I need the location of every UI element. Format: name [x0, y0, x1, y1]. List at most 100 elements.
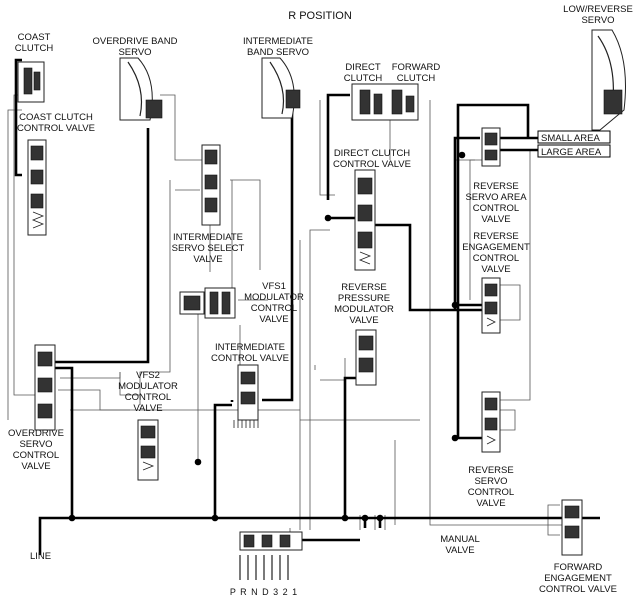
large-area-box: LARGE AREA — [537, 144, 611, 158]
reverse-servo-area-control-valve-label: REVERSE SERVO AREA CONTROL VALVE — [465, 181, 527, 225]
manual-valve-drawing — [239, 531, 303, 580]
intermediate-servo-select-valve-label: INTERMEDIATE SERVO SELECT VALVE — [172, 232, 245, 265]
svg-text:ENGAGEMENT: ENGAGEMENT — [544, 573, 612, 584]
intermediate-band-servo-label: INTERMEDIATE BAND SERVO — [243, 36, 313, 58]
svg-text:SERVO: SERVO — [474, 476, 507, 487]
svg-text:ENGAGEMENT: ENGAGEMENT — [462, 242, 530, 253]
direct-forward-clutch-drawing — [351, 83, 419, 121]
intermediate-servo-select-valve-drawing — [201, 144, 221, 226]
junction-dots — [68, 151, 466, 522]
low-reverse-servo-drawing — [591, 29, 626, 131]
svg-text:INTERMEDIATE: INTERMEDIATE — [243, 36, 313, 47]
direct-clutch-control-valve-label: DIRECT CLUTCH CONTROL VALVE — [333, 148, 411, 170]
svg-text:SERVO: SERVO — [581, 15, 614, 26]
direct-clutch-control-valve-drawing — [354, 169, 376, 271]
forward-engagement-control-valve-label: FORWARD ENGAGEMENT CONTROL VALVE — [539, 562, 617, 595]
thin-passages — [7, 94, 562, 536]
svg-text:COAST: COAST — [18, 32, 51, 43]
svg-text:OVERDRIVE: OVERDRIVE — [8, 428, 64, 439]
svg-text:SERVO: SERVO — [118, 47, 151, 58]
svg-text:CONTROL VALVE: CONTROL VALVE — [17, 123, 95, 134]
large-area-label: LARGE AREA — [541, 147, 602, 158]
overdrive-band-servo-drawing — [119, 57, 163, 121]
svg-text:COAST CLUTCH: COAST CLUTCH — [19, 112, 93, 123]
reverse-pressure-modulator-valve-drawing — [355, 329, 377, 386]
intermediate-control-valve-label: INTERMEDIATE CONTROL VALVE — [211, 342, 289, 364]
svg-text:VALVE: VALVE — [481, 214, 510, 225]
reverse-engagement-control-valve-drawing — [481, 277, 501, 334]
line-label: LINE — [30, 551, 51, 562]
svg-text:CONTROL VALVE: CONTROL VALVE — [211, 353, 289, 364]
coast-clutch-control-valve-drawing — [27, 139, 47, 236]
svg-text:CONTROL: CONTROL — [473, 253, 519, 264]
svg-text:CONTROL: CONTROL — [125, 392, 171, 403]
coast-clutch-drawing — [17, 61, 45, 103]
overdrive-servo-control-valve-label: OVERDRIVE SERVO CONTROL VALVE — [8, 428, 64, 472]
svg-text:FORWARD: FORWARD — [392, 62, 441, 73]
svg-text:PRESSURE: PRESSURE — [338, 293, 390, 304]
diagram-title: R POSITION — [288, 10, 352, 22]
small-area-box: SMALL AREA — [537, 130, 611, 144]
svg-text:CONTROL: CONTROL — [473, 203, 519, 214]
reverse-servo-control-valve-drawing — [481, 391, 501, 453]
svg-text:MODULATOR: MODULATOR — [244, 292, 304, 303]
svg-text:VALVE: VALVE — [476, 498, 505, 509]
svg-text:REVERSE: REVERSE — [341, 282, 386, 293]
vfs2-modulator-control-valve-label: VFS2 MODULATOR CONTROL VALVE — [118, 370, 178, 414]
forward-engagement-control-valve-drawing — [561, 499, 583, 556]
small-area-label: SMALL AREA — [541, 133, 600, 144]
svg-text:SERVO AREA: SERVO AREA — [465, 192, 527, 203]
svg-text:MODULATOR: MODULATOR — [334, 304, 394, 315]
svg-text:CONTROL VALVE: CONTROL VALVE — [539, 584, 617, 595]
pressurized-passages — [14, 58, 600, 555]
low-reverse-servo-label: LOW/REVERSE SERVO — [563, 4, 633, 26]
svg-text:MODULATOR: MODULATOR — [118, 381, 178, 392]
svg-text:DIRECT CLUTCH: DIRECT CLUTCH — [334, 148, 410, 159]
svg-text:CLUTCH: CLUTCH — [397, 73, 436, 84]
overdrive-servo-control-valve-drawing — [34, 344, 56, 431]
svg-text:FORWARD: FORWARD — [554, 562, 603, 573]
svg-text:REVERSE: REVERSE — [468, 465, 513, 476]
svg-text:OVERDRIVE BAND: OVERDRIVE BAND — [93, 36, 178, 47]
reverse-servo-control-valve-label: REVERSE SERVO CONTROL VALVE — [468, 465, 514, 509]
svg-text:CONTROL: CONTROL — [468, 487, 514, 498]
svg-text:VFS2: VFS2 — [136, 370, 160, 381]
svg-text:BAND SERVO: BAND SERVO — [247, 47, 309, 58]
svg-text:REVERSE: REVERSE — [473, 181, 518, 192]
coast-clutch-label: COAST CLUTCH — [15, 32, 54, 54]
svg-text:VALVE: VALVE — [193, 254, 222, 265]
manual-valve-label: MANUAL VALVE — [440, 534, 480, 556]
svg-text:CONTROL: CONTROL — [251, 303, 297, 314]
forward-clutch-label: FORWARD CLUTCH — [392, 62, 441, 84]
svg-text:VALVE: VALVE — [481, 264, 510, 275]
reverse-pressure-modulator-valve-label: REVERSE PRESSURE MODULATOR VALVE — [334, 282, 394, 326]
svg-text:INTERMEDIATE: INTERMEDIATE — [215, 342, 285, 353]
vfs2-modulator-control-valve-drawing — [137, 419, 159, 481]
gear-positions-label: P R N D 3 2 1 — [230, 587, 298, 597]
svg-text:SERVO SELECT: SERVO SELECT — [172, 243, 245, 254]
svg-text:SERVO: SERVO — [19, 439, 52, 450]
svg-text:VFS1: VFS1 — [262, 281, 286, 292]
svg-text:VALVE: VALVE — [259, 314, 288, 325]
reverse-servo-area-control-valve-drawing — [481, 127, 501, 167]
svg-text:CONTROL: CONTROL — [13, 450, 59, 461]
svg-text:VALVE: VALVE — [445, 545, 474, 556]
svg-text:MANUAL: MANUAL — [440, 534, 480, 545]
vfs1-solenoid-drawing — [179, 287, 236, 319]
svg-text:CLUTCH: CLUTCH — [344, 73, 383, 84]
svg-text:VALVE: VALVE — [133, 403, 162, 414]
coast-clutch-control-valve-label: COAST CLUTCH CONTROL VALVE — [17, 112, 95, 134]
overdrive-band-servo-label: OVERDRIVE BAND SERVO — [93, 36, 178, 58]
reverse-engagement-control-valve-label: REVERSE ENGAGEMENT CONTROL VALVE — [462, 231, 530, 275]
svg-text:CLUTCH: CLUTCH — [15, 43, 54, 54]
svg-text:CONTROL VALVE: CONTROL VALVE — [333, 159, 411, 170]
svg-text:LOW/REVERSE: LOW/REVERSE — [563, 4, 633, 15]
svg-text:REVERSE: REVERSE — [473, 231, 518, 242]
intermediate-band-servo-drawing — [261, 57, 301, 119]
svg-text:VALVE: VALVE — [21, 461, 50, 472]
intermediate-control-valve-drawing — [233, 364, 259, 428]
vfs1-modulator-control-valve-label: VFS1 MODULATOR CONTROL VALVE — [244, 281, 304, 325]
svg-text:INTERMEDIATE: INTERMEDIATE — [173, 232, 243, 243]
direct-clutch-label: DIRECT CLUTCH — [344, 62, 383, 84]
